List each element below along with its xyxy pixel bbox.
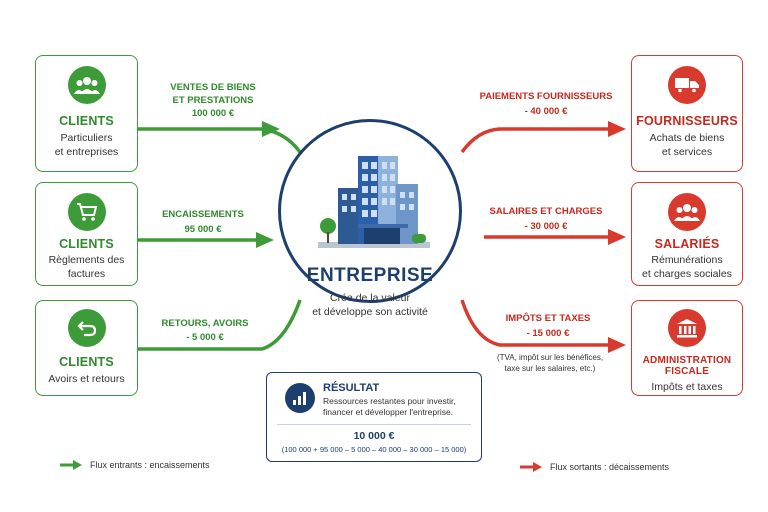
- employees-box: SALARIÉS Rémunérations et charges social…: [631, 182, 743, 286]
- users-icon: [67, 66, 106, 104]
- outflow-arrow-3: [460, 299, 610, 347]
- inflow-arrowhead-1: [262, 121, 280, 137]
- outflow-amount: - 30 000 €: [524, 221, 568, 232]
- outflow-arrowhead-3: [608, 337, 626, 353]
- outflow-label-3: IMPÔTS ET TAXES - 15 000 €: [490, 312, 606, 340]
- inflow-arrow-3: [138, 299, 302, 351]
- result-description-line2: financer et développer l'entreprise.: [323, 407, 454, 417]
- outflow-arrow-1: [460, 127, 610, 154]
- inflow-amount: 100 000 €: [191, 108, 235, 119]
- supplier-box: FOURNISSEURS Achats de biens et services: [631, 55, 743, 172]
- outflow-arrowhead-1: [608, 121, 626, 137]
- result-amount: 10 000 €: [353, 430, 395, 442]
- tax-admin-box: ADMINISTRATION FISCALE Impôts et taxes: [631, 300, 743, 396]
- company-subtitle-line1: Crée de la valeur: [330, 292, 410, 304]
- box-subtitle-line1: Particuliers: [60, 132, 113, 144]
- result-title: RÉSULTAT: [323, 382, 380, 394]
- inflow-title-line1: VENTES DE BIENS: [170, 82, 256, 93]
- box-subtitle-line2: factures: [67, 268, 106, 280]
- inflow-amount: 95 000 €: [184, 224, 222, 235]
- box-subtitle-line2: et charges sociales: [642, 268, 732, 280]
- inflow-label-3: RETOURS, AVOIRS - 5 000 €: [150, 317, 260, 344]
- tax-note: (TVA, impôt sur les bénéfices, taxe sur …: [488, 352, 612, 374]
- tax-note-line1: (TVA, impôt sur les bénéfices,: [496, 353, 604, 362]
- box-subtitle-line2: et services: [661, 146, 713, 158]
- box-subtitle-line1: Règlements des: [48, 254, 125, 266]
- inflow-title-line2: ET PRESTATIONS: [172, 95, 254, 106]
- box-title: CLIENTS: [59, 355, 114, 369]
- result-description: Ressources restantes pour investir, fina…: [323, 396, 456, 418]
- outflow-title: SALAIRES ET CHARGES: [489, 206, 603, 217]
- result-formula: (100 000 + 95 000 – 5 000 – 40 000 – 30 …: [281, 445, 467, 454]
- box-title: ADMINISTRATION FISCALE: [642, 355, 732, 377]
- outflow-arrowhead-2: [608, 229, 626, 245]
- inflow-arrowhead-2: [256, 232, 274, 248]
- employees-icon: [668, 193, 706, 231]
- legend-outflows: Flux sortants : décaissements: [550, 462, 670, 472]
- company-title: ENTREPRISE: [306, 265, 434, 286]
- outflow-amount: - 15 000 €: [526, 328, 570, 339]
- box-title: FOURNISSEURS: [636, 114, 738, 128]
- bar-chart-icon: [285, 383, 315, 413]
- outflow-title: IMPÔTS ET TAXES: [505, 313, 591, 324]
- office-building-icon: [318, 156, 430, 248]
- inflow-amount: - 5 000 €: [186, 332, 224, 343]
- company-circle: ENTREPRISE Crée de la valeur et développ…: [278, 119, 462, 318]
- box-title: CLIENTS: [59, 114, 114, 128]
- outflow-label-1: PAIEMENTS FOURNISSEURS - 40 000 €: [478, 90, 614, 118]
- box-title: SALARIÉS: [654, 237, 720, 251]
- box-subtitle-line1: Impôts et taxes: [651, 381, 723, 393]
- outflow-label-2: SALAIRES ET CHARGES - 30 000 €: [488, 205, 604, 233]
- outflow-amount: - 40 000 €: [524, 106, 568, 117]
- legend-inflows: Flux entrants : encaissements: [90, 460, 210, 470]
- box-subtitle-line1: Avoirs et retours: [48, 373, 125, 385]
- result-description-line1: Ressources restantes pour investir,: [323, 396, 456, 406]
- client-box-3: CLIENTS Avoirs et retours: [35, 300, 138, 396]
- inflow-label-2: ENCAISSEMENTS 95 000 €: [148, 208, 258, 236]
- cart-icon: [67, 193, 106, 231]
- truck-icon: [668, 66, 706, 104]
- inflow-label-1: VENTES DE BIENS ET PRESTATIONS 100 000 €: [158, 81, 268, 120]
- box-title: CLIENTS: [59, 237, 114, 251]
- result-box: RÉSULTAT Ressources restantes pour inves…: [266, 372, 482, 462]
- company-subtitle-line2: et développe son activité: [312, 306, 428, 318]
- inflow-title: ENCAISSEMENTS: [162, 209, 244, 220]
- result-divider: [277, 424, 471, 425]
- box-subtitle-line2: et entreprises: [54, 146, 119, 158]
- client-box-2: CLIENTS Règlements des factures: [35, 182, 138, 286]
- government-building-icon: [668, 309, 706, 347]
- tax-note-line2: taxe sur les salaires, etc.): [504, 364, 596, 373]
- client-box-1: CLIENTS Particuliers et entreprises: [35, 55, 138, 172]
- inflow-arrow-1: [138, 127, 302, 154]
- return-icon: [67, 309, 106, 347]
- box-subtitle-line1: Rémunérations: [651, 254, 723, 266]
- company-subtitle: Crée de la valeur et développe son activ…: [281, 291, 459, 319]
- outflow-title: PAIEMENTS FOURNISSEURS: [479, 91, 613, 102]
- box-subtitle-line1: Achats de biens: [649, 132, 725, 144]
- inflow-title: RETOURS, AVOIRS: [161, 318, 249, 329]
